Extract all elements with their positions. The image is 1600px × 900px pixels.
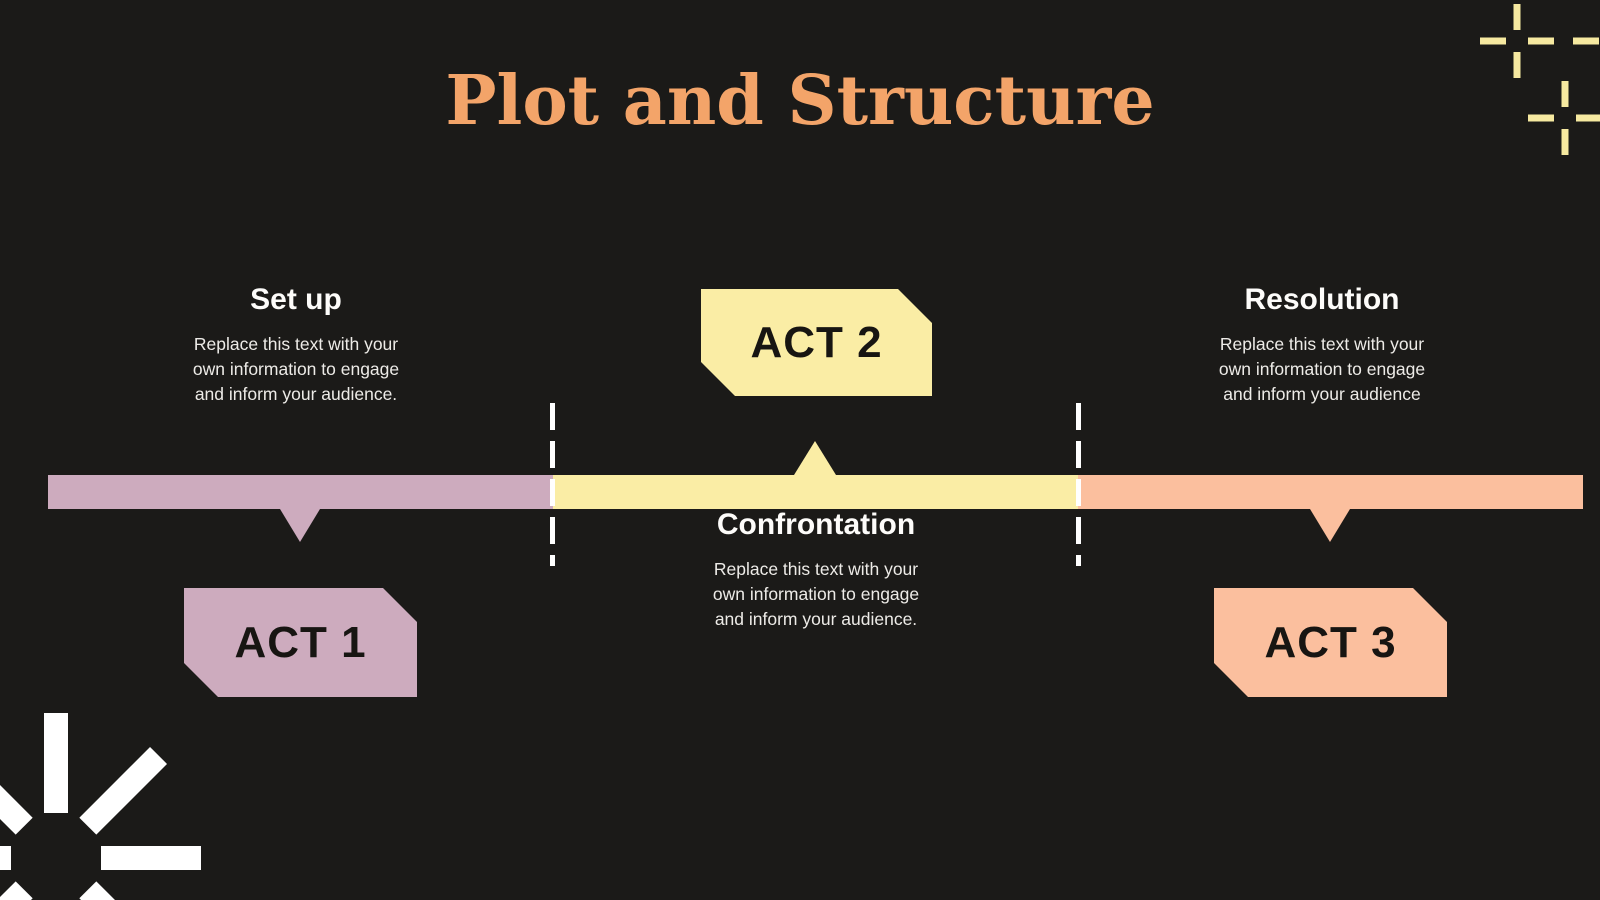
section-resolution: Resolution Replace this text with your o… (1172, 283, 1472, 407)
act1-pointer-triangle (280, 509, 320, 542)
resolution-body-text: Replace this text with your own informat… (1218, 334, 1426, 404)
act3-pointer-triangle (1310, 509, 1350, 542)
act3-label-box: ACT 3 (1214, 588, 1447, 697)
divider-dashed-line-1 (550, 403, 555, 566)
section-setup: Set up Replace this text with your own i… (146, 283, 446, 407)
divider-dashed-line-2 (1076, 403, 1081, 566)
sparkle-crosses-icon (1480, 4, 1600, 155)
starburst-icon (0, 713, 201, 900)
act2-pointer-triangle (794, 441, 836, 475)
timeline-segment-act1 (48, 475, 553, 509)
act1-label-box: ACT 1 (184, 588, 417, 697)
confrontation-body-text: Replace this text with your own informat… (712, 559, 920, 629)
section-confrontation: Confrontation Replace this text with you… (666, 508, 966, 632)
setup-heading: Set up (250, 283, 342, 316)
confrontation-heading: Confrontation (716, 508, 916, 541)
resolution-heading: Resolution (1244, 283, 1400, 316)
setup-body-text: Replace this text with your own informat… (192, 334, 400, 404)
act1-label: ACT 1 (234, 617, 367, 667)
act2-label: ACT 2 (750, 317, 883, 367)
timeline-segment-act3 (1078, 475, 1583, 509)
act2-label-box: ACT 2 (701, 289, 932, 396)
timeline-segment-act2 (553, 475, 1078, 509)
page-title: Plot and Structure (445, 61, 1155, 141)
act3-label: ACT 3 (1264, 617, 1397, 667)
